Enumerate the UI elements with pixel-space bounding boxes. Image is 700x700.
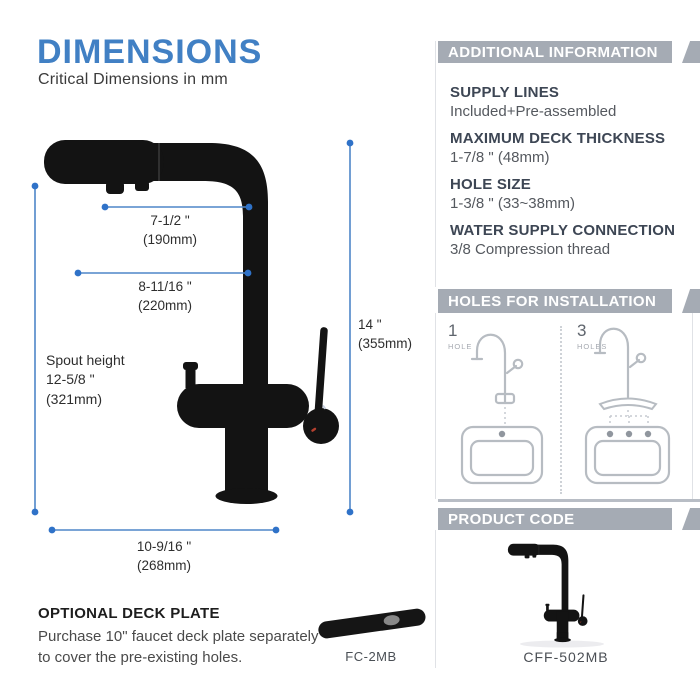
holes-right-border bbox=[692, 313, 693, 499]
dim-label-spout-reach: 7-1/2 " (190mm) bbox=[110, 212, 230, 249]
dimension-lines bbox=[34, 143, 351, 531]
info-item: SUPPLY LINES Included+Pre-assembled bbox=[450, 84, 695, 120]
dim-value-mm: (321mm) bbox=[46, 390, 103, 407]
deck-plate-description-line1: Purchase 10" faucet deck plate separatel… bbox=[38, 628, 319, 645]
page-subtitle: Critical Dimensions in mm bbox=[38, 71, 228, 88]
dim-value-inches: 8-11/16 " bbox=[138, 279, 192, 294]
additional-info-list: SUPPLY LINES Included+Pre-assembled MAXI… bbox=[450, 84, 695, 268]
deck-plate-heading: OPTIONAL DECK PLATE bbox=[38, 605, 220, 622]
dimension-endpoint-dots bbox=[31, 139, 354, 534]
additional-info-header-corner bbox=[682, 41, 700, 63]
three-hole-sink-diagram bbox=[584, 327, 671, 485]
deck-plate-illustration bbox=[318, 608, 426, 639]
info-item: MAXIMUM DECK THICKNESS 1-7/8 " (48mm) bbox=[450, 130, 695, 166]
info-item-value: Included+Pre-assembled bbox=[450, 103, 617, 120]
dim-value-mm: (268mm) bbox=[136, 557, 191, 573]
dim-value-mm: (220mm) bbox=[137, 297, 192, 313]
info-section-border bbox=[435, 41, 436, 287]
faucet-dimension-diagram bbox=[31, 139, 354, 534]
hole-count: 1 bbox=[448, 321, 458, 340]
deck-plate-description-line2: to cover the pre-existing holes. bbox=[38, 649, 243, 667]
one-hole-caption: 1 HOLE bbox=[448, 322, 472, 351]
info-item-value: 1-7/8 " (48mm) bbox=[450, 149, 550, 166]
dim-label-mid-reach: 8-11/16 " (220mm) bbox=[105, 278, 225, 315]
dim-value-inches: 12-5/8 " bbox=[46, 371, 95, 388]
three-hole-caption: 3 HOLES bbox=[577, 322, 607, 351]
dim-value-mm: (190mm) bbox=[142, 231, 197, 247]
dim-value-mm: (355mm) bbox=[358, 335, 413, 351]
holes-left-border bbox=[435, 313, 436, 499]
dim-value-inches: 10-9/16 " bbox=[136, 539, 192, 554]
hole-count-label: HOLES bbox=[577, 342, 608, 351]
holes-header: HOLES FOR INSTALLATION bbox=[438, 289, 672, 313]
dim-label-base-width: 10-9/16 " (268mm) bbox=[104, 538, 224, 575]
dim-value-inches: 14 " bbox=[358, 317, 382, 332]
info-item: HOLE SIZE 1-3/8 " (33~38mm) bbox=[450, 176, 695, 212]
product-left-border bbox=[435, 530, 436, 668]
dim-value-inches: 7-1/2 " bbox=[150, 213, 190, 228]
one-hole-sink-diagram bbox=[460, 333, 544, 485]
page-title: DIMENSIONS bbox=[37, 33, 263, 71]
dim-label-spout-height: Spout height 12-5/8 " (321mm) bbox=[46, 351, 125, 409]
installation-diagrams bbox=[460, 327, 671, 485]
faucet-illustration bbox=[43, 139, 340, 505]
deck-plate-description: Purchase 10" faucet deck plate separatel… bbox=[38, 626, 319, 669]
info-item: WATER SUPPLY CONNECTION 3/8 Compression … bbox=[450, 222, 695, 258]
product-code-header-corner bbox=[682, 508, 700, 530]
deck-plate-code: FC-2MB bbox=[345, 649, 397, 664]
info-item-value: 1-3/8 " (33~38mm) bbox=[450, 195, 575, 212]
info-item-label: MAXIMUM DECK THICKNESS bbox=[450, 130, 666, 147]
product-code-header: PRODUCT CODE bbox=[438, 508, 672, 530]
product-section-divider bbox=[438, 499, 700, 502]
additional-info-header: ADDITIONAL INFORMATION bbox=[438, 41, 672, 63]
dim-label-overall-height: 14 " (355mm) bbox=[358, 316, 412, 353]
hole-count: 3 bbox=[577, 321, 587, 340]
product-faucet-image bbox=[507, 543, 604, 648]
dim-label-text: Spout height bbox=[46, 352, 125, 368]
holes-divider bbox=[560, 326, 562, 494]
info-item-label: SUPPLY LINES bbox=[450, 84, 560, 101]
product-code-value: CFF-502MB bbox=[523, 649, 609, 665]
info-item-label: HOLE SIZE bbox=[450, 176, 531, 193]
info-item-label: WATER SUPPLY CONNECTION bbox=[450, 222, 676, 239]
info-item-value: 3/8 Compression thread bbox=[450, 241, 611, 258]
holes-header-corner bbox=[682, 289, 700, 313]
hole-count-label: HOLE bbox=[448, 342, 473, 351]
